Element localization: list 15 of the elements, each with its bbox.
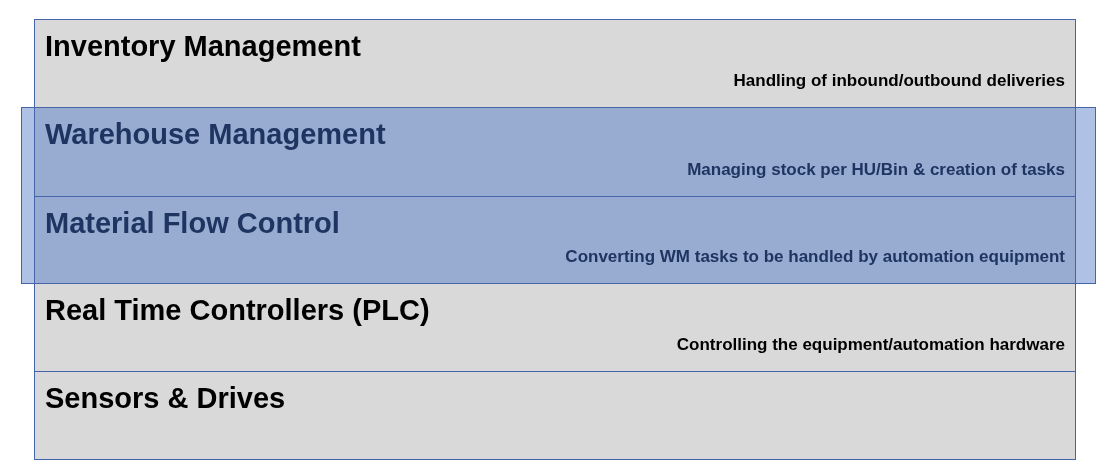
layer-title: Warehouse Management	[45, 118, 386, 152]
layer-title: Real Time Controllers (PLC)	[45, 294, 430, 328]
layer-band	[34, 283, 1076, 372]
layer-band	[34, 371, 1076, 460]
layer-description: Handling of inbound/outbound deliveries	[733, 71, 1065, 91]
highlight-overlay	[21, 107, 1096, 284]
layer-title: Material Flow Control	[45, 207, 340, 241]
layer-description: Controlling the equipment/automation hardware	[676, 335, 1065, 355]
layer-band	[34, 19, 1076, 108]
layer-title: Sensors & Drives	[45, 382, 286, 416]
layer-band	[34, 196, 1076, 284]
layer-description: Managing stock per HU/Bin & creation of tasks	[687, 160, 1065, 180]
layer-band	[34, 107, 1076, 197]
layer-title: Inventory Management	[45, 30, 361, 64]
layer-description: Converting WM tasks to be handled by automation equipment	[565, 247, 1065, 267]
